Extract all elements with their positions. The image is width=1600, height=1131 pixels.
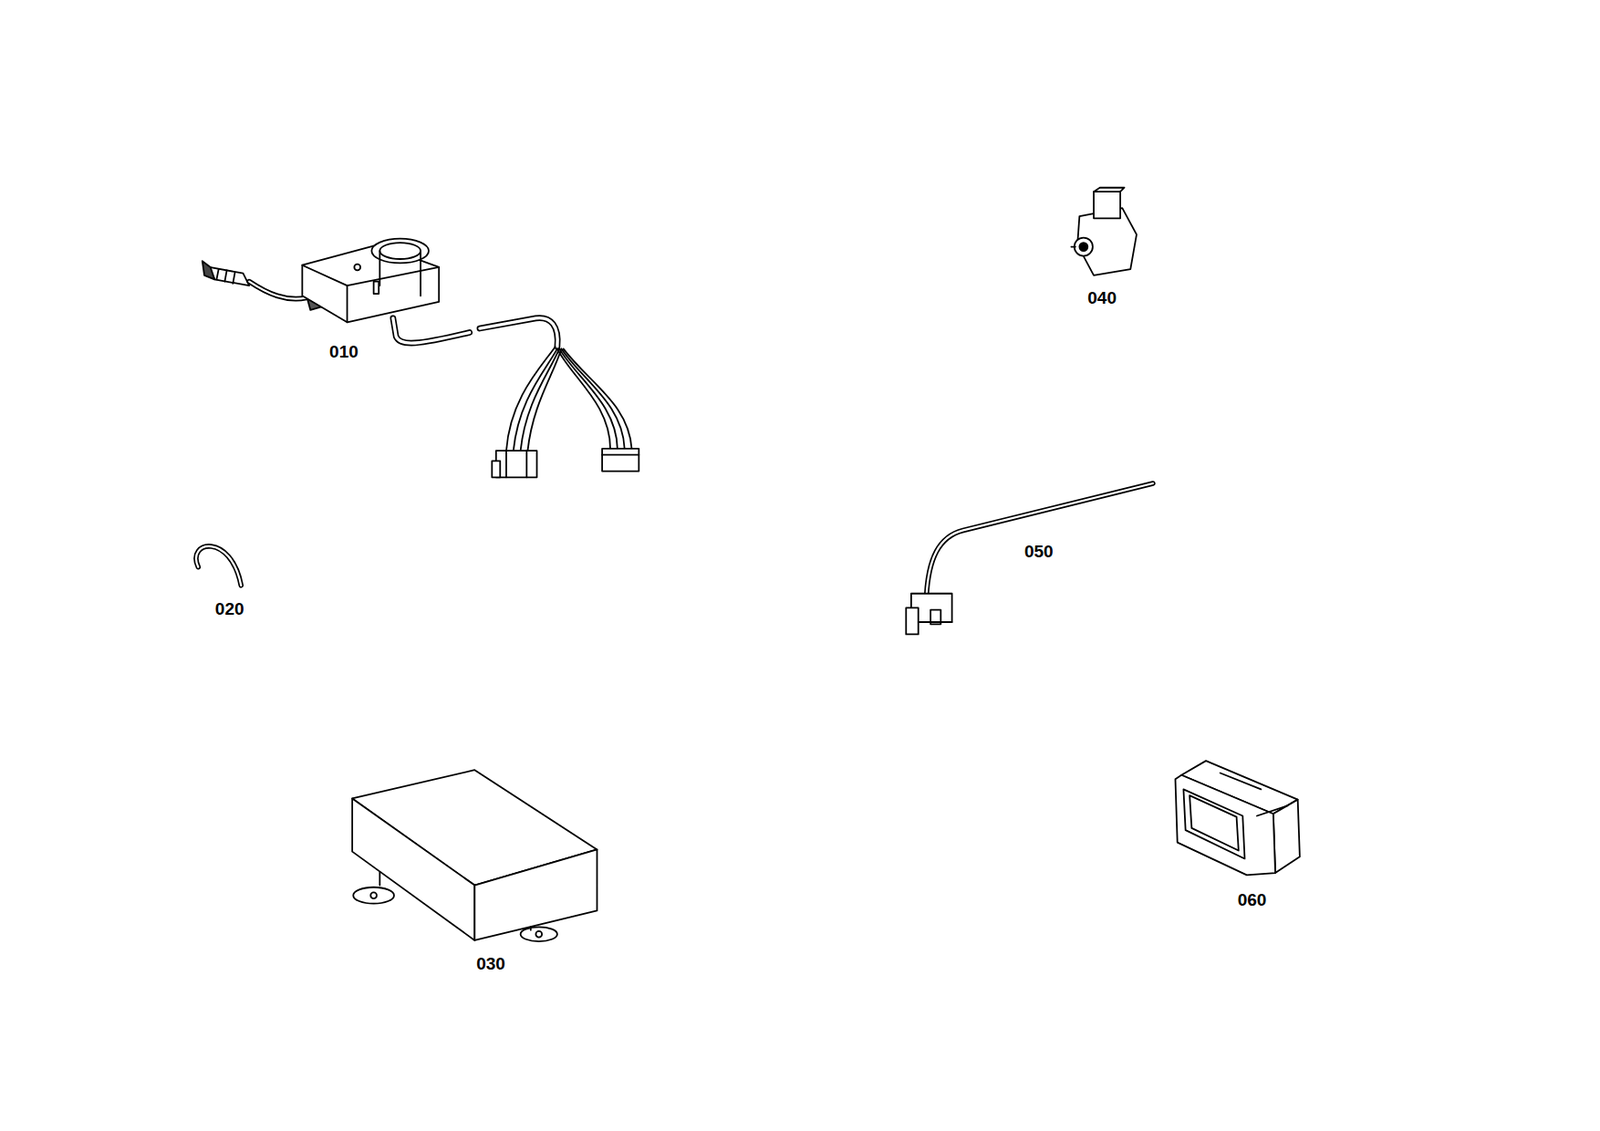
- callout-number: 060: [1236, 890, 1269, 910]
- callout-number: 020: [213, 599, 247, 619]
- control-unit: [352, 769, 597, 942]
- callout-number: 010: [327, 342, 361, 362]
- solenoid-valve: [1070, 187, 1137, 276]
- cable-sensor: [905, 483, 1154, 634]
- callout-number: 030: [474, 955, 508, 975]
- display-module: [1174, 760, 1299, 875]
- callout-number: 050: [1022, 542, 1056, 562]
- sensor-harness: [202, 238, 640, 478]
- callout-number: 040: [1085, 288, 1119, 308]
- retaining-clip: [196, 546, 241, 586]
